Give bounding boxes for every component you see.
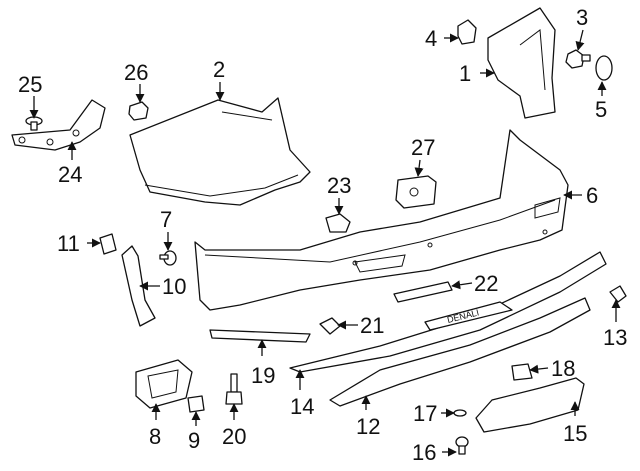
callout-23: 23 bbox=[327, 173, 351, 198]
callout-1: 1 bbox=[459, 61, 471, 86]
part-5-cap bbox=[595, 55, 613, 81]
callout-27: 27 bbox=[411, 135, 435, 160]
callout-2: 2 bbox=[213, 57, 225, 82]
callout-19: 19 bbox=[251, 363, 275, 388]
callout-26: 26 bbox=[124, 60, 148, 85]
callout-18: 18 bbox=[551, 356, 575, 381]
callout-14: 14 bbox=[290, 394, 314, 419]
callout-12: 12 bbox=[356, 414, 380, 439]
part-9-clip bbox=[187, 395, 205, 413]
callout-15: 15 bbox=[563, 421, 587, 446]
callout-25: 25 bbox=[18, 72, 42, 97]
callout-21: 21 bbox=[360, 313, 384, 338]
callout-9: 9 bbox=[188, 428, 200, 453]
part-3-screw bbox=[565, 49, 591, 69]
part-7-pin bbox=[159, 250, 177, 266]
callout-13: 13 bbox=[603, 325, 627, 350]
part-15-trim bbox=[475, 377, 585, 433]
part-18-clip bbox=[511, 363, 533, 381]
callout-22: 22 bbox=[474, 271, 498, 296]
callout-labels: 25 24 26 2 1 4 3 5 27 23 6 11 7 10 22 21… bbox=[18, 5, 627, 465]
callout-10: 10 bbox=[162, 274, 186, 299]
part-19-step-pad bbox=[209, 329, 311, 343]
callout-24: 24 bbox=[58, 162, 82, 187]
callout-4: 4 bbox=[425, 26, 437, 51]
callout-6: 6 bbox=[586, 183, 598, 208]
part-8-bracket bbox=[135, 359, 193, 409]
callout-16: 16 bbox=[412, 440, 436, 465]
part-24-bracket bbox=[11, 99, 106, 151]
part-13-clip bbox=[609, 285, 627, 303]
part-25-bolt bbox=[25, 116, 43, 131]
part-11-clip bbox=[99, 233, 117, 255]
part-20-bolt bbox=[225, 373, 243, 405]
part-12-lower-skid bbox=[329, 297, 591, 407]
callout-5: 5 bbox=[595, 97, 607, 122]
callout-20: 20 bbox=[222, 424, 246, 449]
part-17-washer bbox=[453, 409, 467, 417]
callout-7: 7 bbox=[160, 207, 172, 232]
callout-8: 8 bbox=[149, 424, 161, 449]
part-16-screw bbox=[455, 436, 469, 455]
part-6-bumper-cover bbox=[194, 129, 569, 311]
part-21-clip bbox=[319, 317, 341, 335]
part-27-sensor bbox=[395, 175, 437, 209]
leader-lines bbox=[29, 29, 621, 457]
part-1-right-bracket bbox=[487, 7, 556, 119]
callout-11: 11 bbox=[57, 231, 80, 256]
part-23-clip bbox=[325, 213, 351, 233]
part-2-upper-panel bbox=[129, 97, 311, 206]
part-4-clip bbox=[457, 19, 477, 45]
callout-17: 17 bbox=[413, 401, 437, 426]
callout-3: 3 bbox=[576, 5, 588, 30]
part-26-nut bbox=[128, 101, 149, 121]
part-10-reinforcement bbox=[121, 245, 156, 327]
part-22-strip bbox=[393, 281, 453, 303]
